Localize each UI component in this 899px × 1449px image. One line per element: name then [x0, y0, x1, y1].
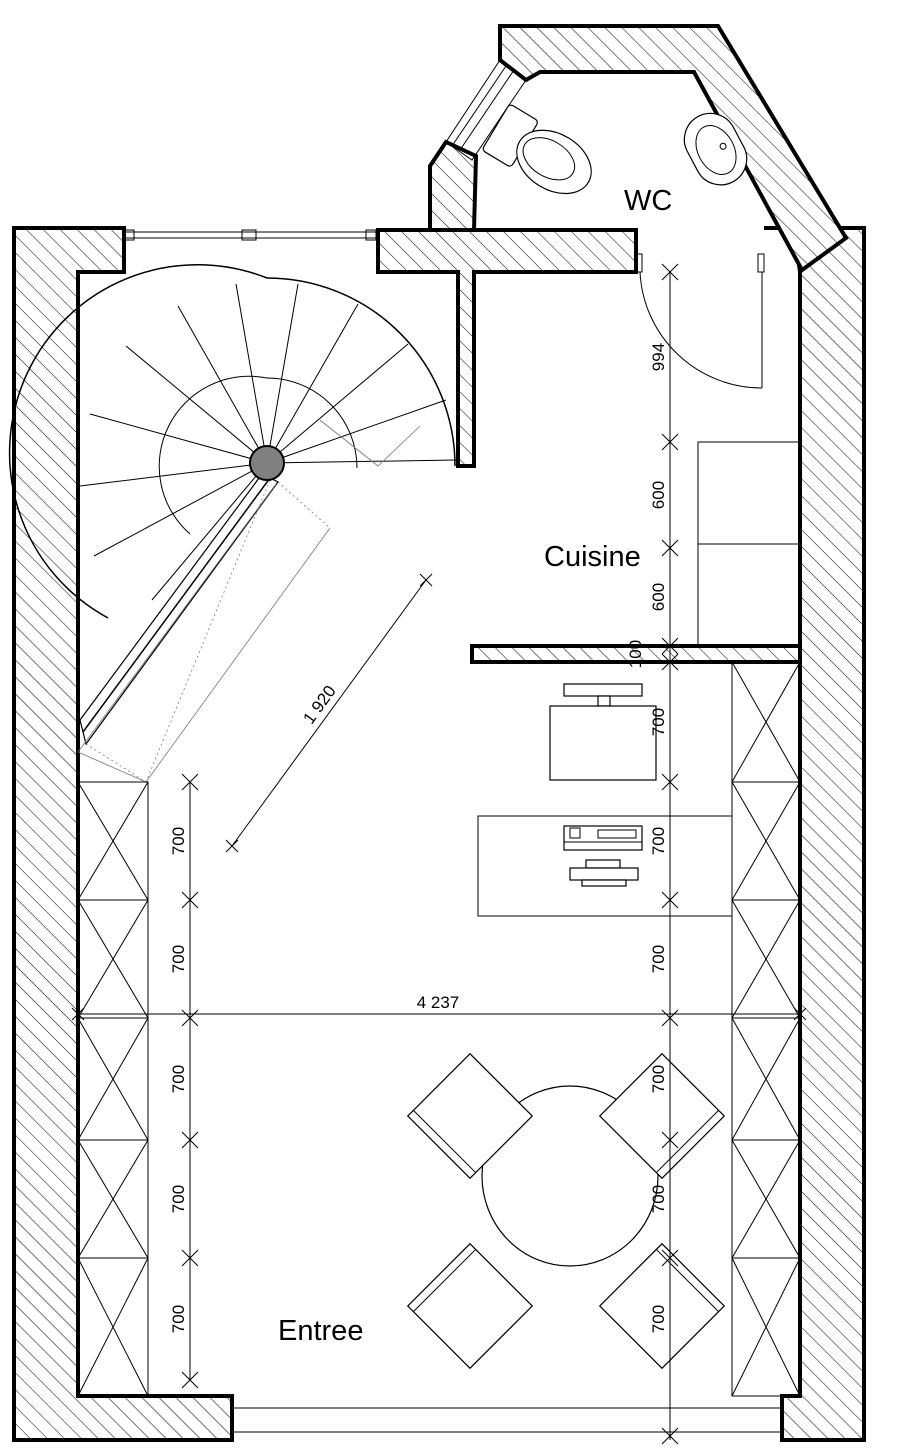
spiral-staircase-icon [8, 263, 457, 783]
dimension-lines [71, 263, 807, 1445]
dim-right-8: 700 [649, 1065, 668, 1093]
dim-right-6: 700 [649, 827, 668, 855]
stair-pole [249, 445, 285, 481]
room-labels: WC Cuisine Entree [278, 185, 672, 1347]
walls [12, 24, 866, 1442]
right-closets [731, 661, 801, 1397]
top-middle-wall [376, 228, 638, 468]
dim-right-7: 700 [649, 945, 668, 973]
dim-left-4: 700 [169, 1185, 188, 1213]
dimension-labels: 700 700 700 700 700 994 600 600 100 700 … [169, 343, 668, 1333]
dim-right-4: 100 [626, 640, 645, 668]
dim-right-3: 600 [649, 583, 668, 611]
dim-total-width: 4 237 [417, 993, 460, 1012]
dim-right-1: 994 [649, 343, 668, 371]
top-window [123, 229, 378, 241]
dim-stair-length: 1 920 [299, 682, 339, 728]
kitchen-counter [697, 441, 801, 647]
chair-icon [406, 1052, 726, 1370]
dim-right-5: 700 [649, 708, 668, 736]
wc-door [635, 253, 765, 389]
bottom-entrance-sill [232, 1407, 782, 1433]
cooktop-icon [477, 815, 733, 917]
sink-icon [683, 112, 748, 186]
dim-right-2: 600 [649, 481, 668, 509]
room-label-entrance: Entree [278, 1315, 363, 1347]
wc-window [445, 59, 527, 161]
toilet-icon [482, 104, 592, 195]
dim-right-9: 700 [649, 1185, 668, 1213]
dim-left-2: 700 [169, 945, 188, 973]
dim-right-10: 700 [649, 1305, 668, 1333]
room-label-kitchen: Cuisine [544, 541, 641, 573]
room-label-wc: WC [624, 185, 672, 217]
dim-left-3: 700 [169, 1065, 188, 1093]
left-closets [77, 781, 149, 1397]
dim-left-5: 700 [169, 1305, 188, 1333]
hood-appliance [549, 683, 657, 781]
wc-angled-wall-left [428, 139, 479, 232]
dim-left-1: 700 [169, 827, 188, 855]
